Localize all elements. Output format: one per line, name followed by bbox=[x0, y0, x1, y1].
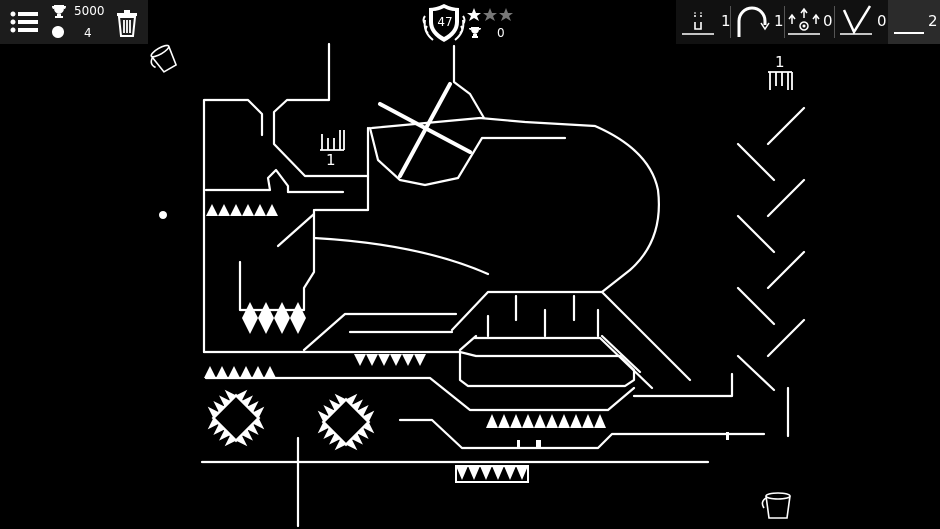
tool-divider bbox=[730, 6, 731, 38]
spiked-saw-left bbox=[207, 389, 265, 447]
spike-row bbox=[242, 302, 306, 334]
track-bottom bbox=[398, 418, 766, 450]
long-slope bbox=[312, 236, 490, 276]
ball bbox=[159, 211, 167, 219]
big-bowl bbox=[370, 116, 660, 332]
bump bbox=[536, 440, 541, 448]
spike-row bbox=[206, 204, 278, 216]
windmill-cup bbox=[368, 126, 567, 187]
bump bbox=[726, 432, 729, 440]
line-tool-count: 2 bbox=[928, 12, 938, 30]
ball-icon bbox=[52, 26, 64, 38]
top-stalk bbox=[452, 44, 486, 120]
floor-spike-block bbox=[455, 465, 529, 483]
goal-bucket-icon bbox=[761, 492, 791, 519]
line-ramp-icon bbox=[894, 32, 924, 34]
windmill-blade bbox=[378, 102, 472, 154]
spike-row bbox=[354, 354, 426, 366]
loop-outer bbox=[458, 350, 636, 388]
spike-row bbox=[486, 414, 606, 428]
curve-tool-button[interactable]: 1 bbox=[732, 0, 784, 44]
magnet-tool-button[interactable]: 1 bbox=[678, 0, 731, 44]
magnet-tool-count: 1 bbox=[721, 12, 731, 30]
fan-tool-count: 0 bbox=[823, 12, 833, 30]
tool-divider bbox=[834, 6, 835, 38]
curve-tool-count: 1 bbox=[774, 12, 784, 30]
drop-comb-icon-left bbox=[320, 130, 345, 151]
stars-rating bbox=[467, 8, 513, 21]
magnet-icon bbox=[682, 12, 714, 35]
star-1-icon bbox=[467, 8, 481, 21]
menu-button[interactable] bbox=[4, 4, 44, 40]
wall-top-inner bbox=[272, 42, 370, 178]
spike-row bbox=[204, 366, 276, 378]
windmill-blade bbox=[398, 82, 452, 178]
loop-inner bbox=[458, 334, 654, 390]
line-tool-button[interactable]: 2 bbox=[888, 0, 940, 44]
v-ramp-icon bbox=[840, 5, 872, 35]
star-3-icon bbox=[499, 8, 513, 21]
drop-counter-right: 1 bbox=[775, 53, 785, 71]
balls-count: 4 bbox=[84, 26, 92, 40]
level-trophy-score: 0 bbox=[497, 26, 505, 40]
tool-divider bbox=[784, 6, 785, 38]
v-shape-tool-button[interactable]: 0 bbox=[836, 0, 888, 44]
level-shield-icon bbox=[422, 4, 466, 42]
menu-icon bbox=[10, 11, 38, 33]
track-right-1 bbox=[600, 290, 692, 382]
spiked-saw-right bbox=[317, 393, 375, 451]
trash-icon bbox=[117, 10, 137, 37]
lower-left-ramp bbox=[302, 312, 458, 352]
wall-left bbox=[202, 98, 264, 354]
trash-button[interactable] bbox=[110, 6, 144, 40]
level-trophy-icon bbox=[469, 27, 481, 38]
inner-step bbox=[313, 174, 370, 212]
level-number: 47 bbox=[437, 15, 453, 29]
fan-blower-icon bbox=[788, 7, 820, 35]
spike-row bbox=[456, 466, 528, 480]
trophy-icon bbox=[52, 5, 66, 18]
track-lower bbox=[204, 376, 636, 412]
bump bbox=[517, 440, 520, 448]
track-right-2 bbox=[600, 334, 642, 374]
wall-upper-left bbox=[204, 168, 290, 194]
start-bucket-icon bbox=[150, 44, 178, 73]
drop-counter-left: 1 bbox=[326, 151, 336, 169]
curve-ramp-icon bbox=[737, 6, 770, 37]
star-2-icon bbox=[483, 8, 497, 21]
fan-tool-button[interactable]: 0 bbox=[786, 0, 834, 44]
trophy-score: 5000 bbox=[74, 4, 105, 18]
track-low-right bbox=[632, 372, 734, 398]
slope-left bbox=[276, 212, 316, 248]
drop-comb-icon-right bbox=[768, 71, 793, 90]
pit-wall bbox=[238, 208, 316, 312]
v-shape-tool-count: 0 bbox=[877, 12, 887, 30]
zigzag-right bbox=[736, 106, 806, 392]
